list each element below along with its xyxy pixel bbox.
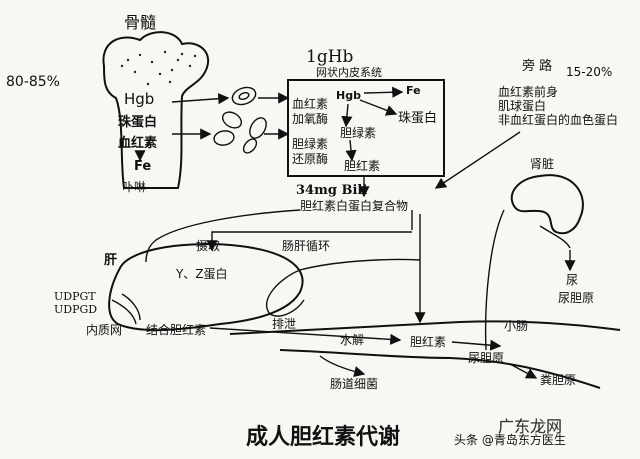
bone-marrow-label: 骨髓 bbox=[124, 13, 156, 32]
hgb-bone-label: Hgb bbox=[124, 90, 154, 108]
bilirubin-res-label: 胆红素 bbox=[344, 158, 380, 173]
conj-bili-label: 结合胆红素 bbox=[146, 322, 206, 337]
bili-34mg-label: 34mg Bili bbox=[296, 183, 367, 198]
bacteria-arrow bbox=[319, 355, 366, 378]
hgb-to-biliverdin-arrow bbox=[341, 103, 353, 128]
fe-res-label: Fe bbox=[406, 84, 421, 97]
urobilinogen-to-stercobilinogen-arrow bbox=[509, 363, 538, 379]
udpgt-label: UDPGT bbox=[54, 290, 96, 303]
stercobilinogen-label: 粪胆原 bbox=[540, 373, 576, 387]
red-blood-cells bbox=[213, 86, 267, 154]
hgb-to-fe-arrow bbox=[363, 86, 404, 98]
shunt-item-2: 肌球蛋白 bbox=[498, 98, 546, 113]
percent-main-label: 80-85% bbox=[6, 74, 60, 90]
bilirubin-gut-label: 胆红素 bbox=[410, 334, 446, 349]
bone-marrow-dots bbox=[120, 50, 197, 86]
liver-shape bbox=[108, 243, 304, 332]
diagram-title: 成人胆红素代谢 bbox=[246, 424, 400, 450]
heme-bone-label: 血红素 bbox=[118, 135, 157, 151]
shunt-to-bili-arrow bbox=[434, 131, 521, 189]
yz-protein-label: Y、Z蛋白 bbox=[175, 266, 228, 281]
gut-bacteria-label: 肠道细菌 bbox=[330, 377, 378, 391]
one-g-hb-label: 1gHb bbox=[306, 47, 354, 67]
intestine-lower-wall bbox=[279, 349, 601, 389]
heme-oxygenase-label: 加氧酶 bbox=[292, 111, 328, 126]
biliverdin2-label: 胆绿素 bbox=[292, 136, 328, 151]
kidney-label: 肾脏 bbox=[530, 156, 554, 171]
globin-res-label: 珠蛋白 bbox=[398, 110, 437, 126]
bone-to-rbc-arrow-1 bbox=[171, 93, 230, 105]
shunt-item-3: 非血红蛋白的血色蛋白 bbox=[498, 112, 618, 127]
heme-res-label: 血红素 bbox=[292, 96, 328, 111]
hgb-to-globin-arrow bbox=[359, 99, 398, 116]
hgb-res-label: Hgb bbox=[336, 89, 361, 102]
udpgd-label: UDPGD bbox=[54, 303, 97, 316]
liver-to-bilirubin-arrow bbox=[209, 327, 402, 345]
bili-to-liver-line bbox=[145, 209, 301, 263]
res-label: 网状内皮系统 bbox=[316, 65, 382, 79]
globin-bone-label: 珠蛋白 bbox=[118, 114, 157, 130]
fe-bone-label: Fe bbox=[134, 159, 151, 174]
liver-inner-curve-2 bbox=[111, 299, 137, 325]
urobilinogen-urine-label: 尿胆原 bbox=[558, 291, 594, 305]
res-box bbox=[287, 79, 445, 177]
uptake-label: 摄取 bbox=[196, 238, 220, 253]
small-intestine-label: 小肠 bbox=[504, 319, 528, 333]
shunt-pct-label: 15-20% bbox=[566, 65, 612, 79]
enterohepatic-label: 肠肝循环 bbox=[282, 239, 330, 253]
biliverdin-to-bilirubin-arrow bbox=[345, 139, 357, 162]
urine-label: 尿 bbox=[566, 273, 578, 287]
urobilinogen-to-kidney-line bbox=[484, 209, 505, 351]
ureter-line bbox=[539, 225, 571, 249]
er-label: 内质网 bbox=[86, 323, 122, 337]
biliverdin-label: 胆绿素 bbox=[340, 125, 376, 140]
urobilinogen-gut-label: 尿胆原 bbox=[468, 351, 504, 365]
shunt-label: 旁 路 bbox=[522, 58, 552, 74]
intestine-upper-wall bbox=[229, 320, 621, 335]
liver-label: 肝 bbox=[104, 253, 117, 268]
hydrolysis-label: 水解 bbox=[340, 333, 364, 347]
liver-inner-curve-1 bbox=[121, 293, 141, 321]
excretion-label: 排泄 bbox=[272, 317, 296, 331]
porphyrin-label: 卟啉 bbox=[122, 180, 146, 194]
bone-shape bbox=[102, 31, 209, 189]
reductase-label: 还原酶 bbox=[292, 151, 328, 166]
watermark-text: 头条 @青岛东方医生 bbox=[454, 432, 566, 447]
watermark-logo: 广东龙网 bbox=[498, 417, 562, 436]
bili-albumin-label: 胆红素白蛋白复合物 bbox=[300, 198, 408, 213]
bilirubin-to-urobilinogen-arrow bbox=[451, 339, 502, 351]
enterohepatic-loop bbox=[265, 258, 421, 317]
kidney-shape bbox=[510, 174, 584, 235]
shunt-item-1: 血红素前身 bbox=[498, 84, 558, 99]
